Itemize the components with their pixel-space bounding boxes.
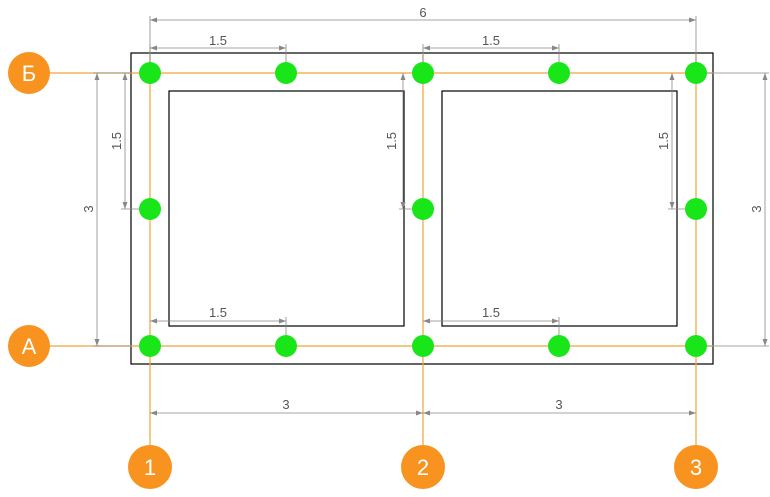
- dim-text-bottom-span-1-2: 3: [282, 397, 289, 412]
- column-dot: [275, 62, 297, 84]
- column-dot: [412, 198, 434, 220]
- axis-label-2: 2: [417, 455, 429, 480]
- axis-label-a: А: [22, 334, 37, 359]
- column-dot: [685, 62, 707, 84]
- dim-text-bottom-left: 1.5: [209, 305, 227, 320]
- axis-label-1: 1: [144, 455, 156, 480]
- column-dot: [139, 198, 161, 220]
- column-dot: [685, 198, 707, 220]
- axis-bubble-b: Б: [8, 52, 50, 94]
- axis-bubble-circle: [8, 325, 50, 367]
- dim-text-right-total: 3: [749, 205, 764, 212]
- column-dot: [548, 62, 570, 84]
- dim-text-total-top: 6: [419, 5, 426, 20]
- dim-text-top-left: 1.5: [209, 33, 227, 48]
- column-dot: [412, 62, 434, 84]
- dim-text-bottom-right: 1.5: [482, 305, 500, 320]
- outer-outline: [130, 52, 714, 365]
- axis-bubble-1: 1: [128, 445, 172, 489]
- dim-text-left-total: 3: [81, 205, 96, 212]
- column-dot: [139, 335, 161, 357]
- axis-bubble-circle: [401, 445, 445, 489]
- axis-lines: [50, 53, 714, 445]
- axis-bubble-2: 2: [401, 445, 445, 489]
- axis-bubble-circle: [128, 445, 172, 489]
- column-dot: [275, 335, 297, 357]
- column-dot: [139, 62, 161, 84]
- axis-bubble-circle: [8, 52, 50, 94]
- axis-bubble-a: А: [8, 325, 50, 367]
- axis-label-3: 3: [690, 455, 702, 480]
- axis-bubble-circle: [674, 445, 718, 489]
- dim-text-middle-vertical: 1.5: [384, 132, 399, 150]
- dim-text-bottom-span-2-3: 3: [555, 397, 562, 412]
- inner-opening-left: [168, 90, 405, 327]
- column-dot: [412, 335, 434, 357]
- dimension-arrows: [94, 17, 768, 416]
- column-dot: [548, 335, 570, 357]
- dim-text-top-right: 1.5: [482, 33, 500, 48]
- columns: [139, 62, 707, 357]
- axis-label-b: Б: [22, 61, 36, 86]
- column-dot: [685, 335, 707, 357]
- dim-text-right-vertical: 1.5: [656, 132, 671, 150]
- axis-bubble-3: 3: [674, 445, 718, 489]
- dim-text-left-vertical: 1.5: [109, 132, 124, 150]
- inner-opening-right: [441, 90, 678, 327]
